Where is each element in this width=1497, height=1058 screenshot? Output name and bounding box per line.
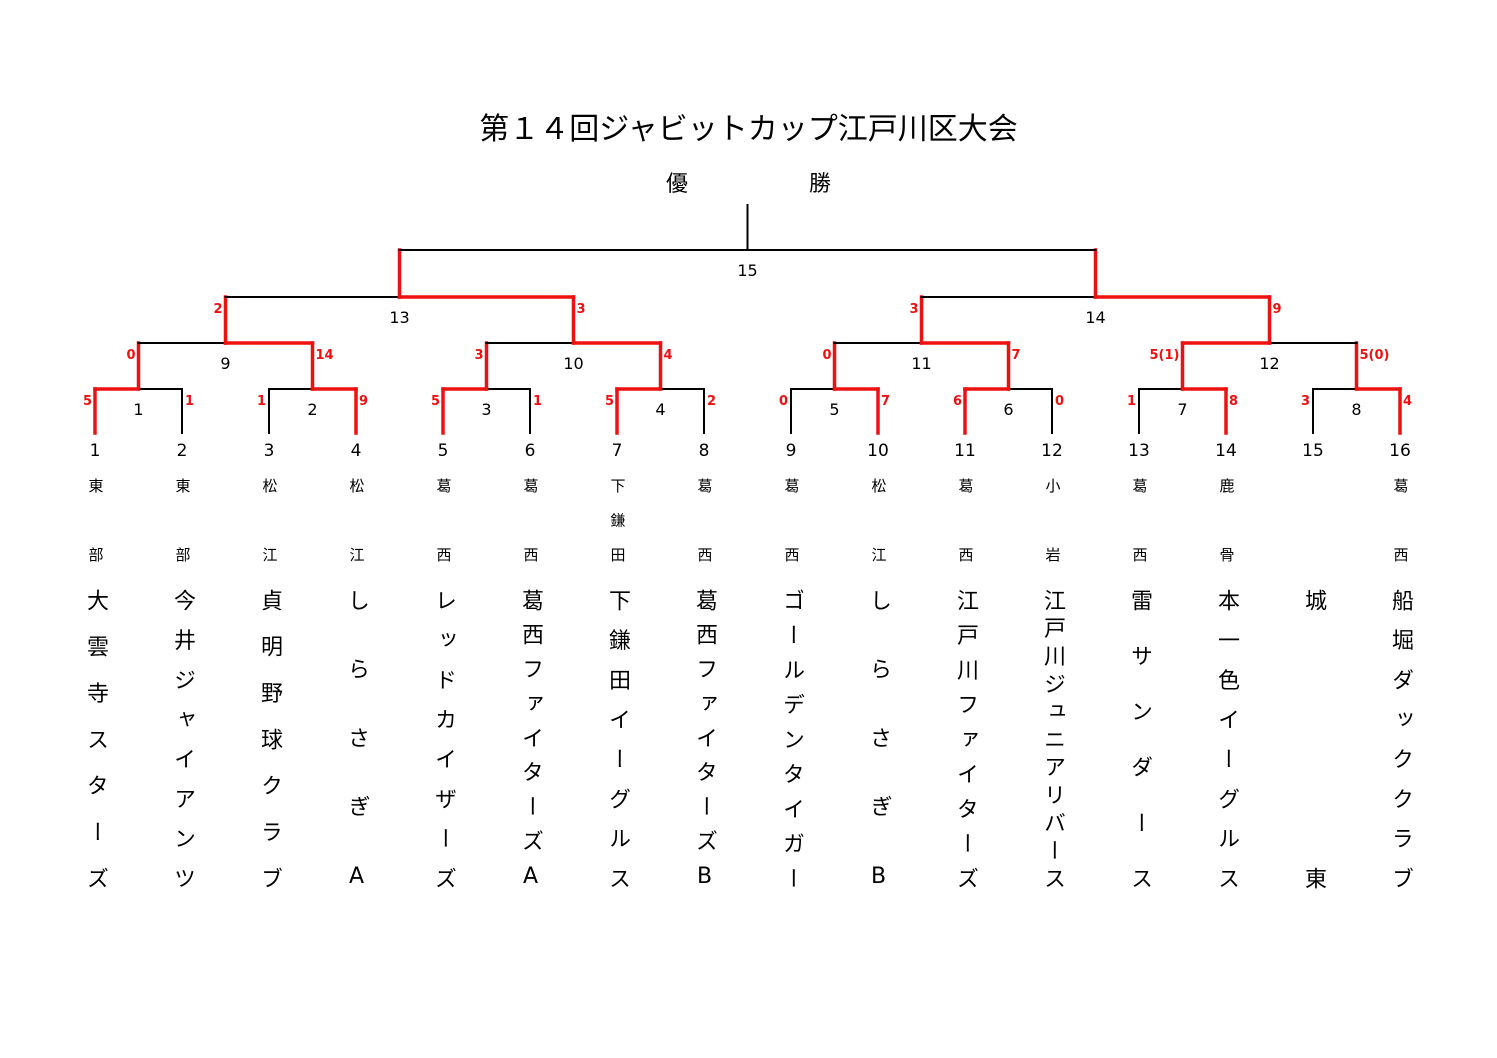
team-area: 葛西 [1391,478,1410,562]
champion-label-1: 優 [665,172,689,197]
score-right: 5(0) [1360,348,1390,363]
team-area: 葛西 [521,478,540,562]
team-name: 今井ジャイアンツ [170,589,195,889]
team-number: 2 [176,441,188,461]
team-name: 江戸川ファイターズ [953,589,978,889]
score-left: 3 [474,348,483,363]
score-left: 3 [1301,394,1310,409]
match-number: 12 [1259,354,1279,373]
score-left: 5 [83,394,92,409]
team-number: 7 [611,441,623,461]
team-area: 小岩 [1043,478,1062,562]
team-name: ゴールデンタイガー [779,589,804,889]
champion-label-2: 勝 [808,172,832,197]
score-left: 2 [213,302,222,317]
team-area: 松江 [869,478,888,562]
score-right: 1 [533,394,542,409]
match-number: 8 [1351,400,1361,419]
score-right: 4 [1403,394,1412,409]
team-number: 3 [263,441,275,461]
match-number: 5 [829,400,839,419]
team-number: 14 [1215,441,1237,461]
score-left: 5 [431,394,440,409]
match-number: 9 [220,354,230,373]
team-name: 江戸川ジュニアリバース [1040,589,1065,889]
score-left: 3 [909,302,918,317]
team-name: 大雲寺スターズ [83,589,108,889]
team-number: 1 [89,441,101,461]
team-name: 船堀ダッククラブ [1388,589,1413,889]
score-left: 1 [1127,394,1136,409]
team-area: 葛西 [956,478,975,562]
score-right: 7 [881,394,890,409]
score-left: 6 [953,394,962,409]
team-name: 下鎌田イーグルス [605,589,630,889]
score-left: 5 [605,394,614,409]
match-number: 6 [1003,400,1013,419]
score-left: 5(1) [1150,348,1180,363]
team-name: 城東 [1301,589,1326,889]
team-area: 下鎌田 [608,478,627,562]
team-name: 貞明野球クラブ [257,589,282,889]
score-left: 1 [257,394,266,409]
score-right: 4 [664,348,673,363]
score-right: 2 [707,394,716,409]
match-number: 4 [655,400,665,419]
score-right: 9 [359,394,368,409]
team-number: 9 [785,441,797,461]
team-name: 本一色イーグルス [1214,589,1239,889]
team-area: 葛西 [695,478,714,562]
score-right: 9 [1273,302,1282,317]
team-area: 葛西 [782,478,801,562]
match-number: 11 [911,354,931,373]
team-number: 8 [698,441,710,461]
team-area: 東部 [173,478,192,562]
team-number: 5 [437,441,449,461]
match-number: 14 [1085,308,1105,327]
score-left: 0 [779,394,788,409]
team-number: 10 [867,441,889,461]
match-number: 13 [389,308,409,327]
team-area: 松江 [260,478,279,562]
team-name: しらさぎB [866,589,891,889]
team-number: 11 [954,441,976,461]
score-right: 7 [1012,348,1021,363]
team-area: 鹿骨 [1217,478,1236,562]
team-number: 4 [350,441,362,461]
team-number: 15 [1302,441,1324,461]
score-right: 0 [1055,394,1064,409]
team-name: しらさぎA [344,589,369,889]
match-number: 1 [133,400,143,419]
match-number: 2 [307,400,317,419]
score-right: 14 [316,348,334,363]
team-area: 松江 [347,478,366,562]
match-number: 7 [1177,400,1187,419]
team-number: 12 [1041,441,1063,461]
score-left: 0 [822,348,831,363]
team-name: 葛西ファイターズB [692,589,717,889]
team-area: 葛西 [434,478,453,562]
score-right: 8 [1229,394,1238,409]
score-right: 3 [577,302,586,317]
match-number: 10 [563,354,583,373]
match-number: 3 [481,400,491,419]
match-number: 15 [737,261,757,280]
team-number: 16 [1389,441,1411,461]
team-number: 6 [524,441,536,461]
score-right: 1 [185,394,194,409]
tournament-title: 第１４回ジャビットカップ江戸川区大会 [479,112,1018,147]
team-area: 葛西 [1130,478,1149,562]
team-name: レッドカイザーズ [431,589,456,889]
team-area: 東部 [86,478,105,562]
team-number: 13 [1128,441,1150,461]
score-left: 0 [126,348,135,363]
team-name: 葛西ファイターズA [518,589,543,889]
team-name: 雷サンダース [1127,589,1152,889]
